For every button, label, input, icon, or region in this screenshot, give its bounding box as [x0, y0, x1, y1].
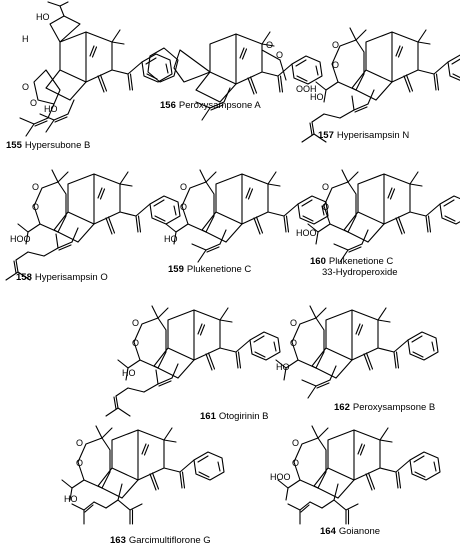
compound-name: Peroxysampsone A — [178, 100, 261, 111]
compound-number: 156 — [160, 100, 176, 111]
compound-name: Plukenetione C — [186, 264, 252, 275]
atom-label: O — [76, 438, 83, 448]
atom-label: O — [132, 318, 139, 328]
compound-number: 160 — [310, 256, 326, 267]
atom-label: O — [322, 182, 329, 192]
atom-label: O — [132, 338, 139, 348]
compound-number: 161 — [200, 411, 216, 422]
compound-name: Hypersubone B — [24, 140, 91, 151]
atom-label: HO — [310, 92, 324, 102]
compound-name: Garcimultiflorone G — [128, 535, 211, 546]
compound-name-line2: 33-Hydroperoxide — [322, 267, 398, 278]
atom-label: HO — [164, 234, 178, 244]
compound-name: Goianone — [338, 526, 381, 537]
atom-label: HOO — [296, 228, 317, 238]
atom-label: O — [32, 182, 39, 192]
atom-label: O — [332, 40, 339, 50]
atom-label: HO — [36, 12, 50, 22]
atom-label: O — [180, 182, 187, 192]
atom-label: O — [322, 202, 329, 212]
compound-name: Hyperisampsin O — [34, 272, 108, 283]
atom-label: O — [290, 318, 297, 328]
atom-label: HO — [276, 362, 290, 372]
caption-160-line2: 33-Hydroperoxide — [322, 267, 398, 278]
compound-number: 163 — [110, 535, 126, 546]
atom-label: O — [30, 98, 37, 108]
atom-label: HO — [64, 494, 78, 504]
atom-label: O — [292, 458, 299, 468]
compound-number: 155 — [6, 140, 22, 151]
atom-label: O — [292, 438, 299, 448]
compound-name: Plukenetione C — [328, 256, 394, 267]
atom-label: O — [266, 40, 273, 50]
atom-label: O — [32, 202, 39, 212]
atom-label: HOO — [10, 234, 31, 244]
atom-label: O — [76, 458, 83, 468]
atom-label: O — [290, 338, 297, 348]
atom-label: OOH — [296, 84, 317, 94]
atom-label: HO — [122, 368, 136, 378]
compound-number: 162 — [334, 402, 350, 413]
compound-number: 157 — [318, 130, 334, 141]
compound-number: 164 — [320, 526, 336, 537]
atom-label: HO — [44, 104, 58, 114]
atom-label: O — [276, 50, 283, 60]
compound-name: Hyperisampsin N — [336, 130, 410, 141]
atom-label: HOO — [270, 472, 291, 482]
compound-number: 158 — [16, 272, 32, 283]
compound-name: Peroxysampsone B — [352, 402, 436, 413]
atom-label: O — [332, 60, 339, 70]
compound-number: 159 — [168, 264, 184, 275]
atom-label: O — [180, 202, 187, 212]
atom-label: H — [22, 34, 29, 44]
atom-label: O — [22, 82, 29, 92]
compound-name: Otogirinin B — [218, 411, 269, 422]
